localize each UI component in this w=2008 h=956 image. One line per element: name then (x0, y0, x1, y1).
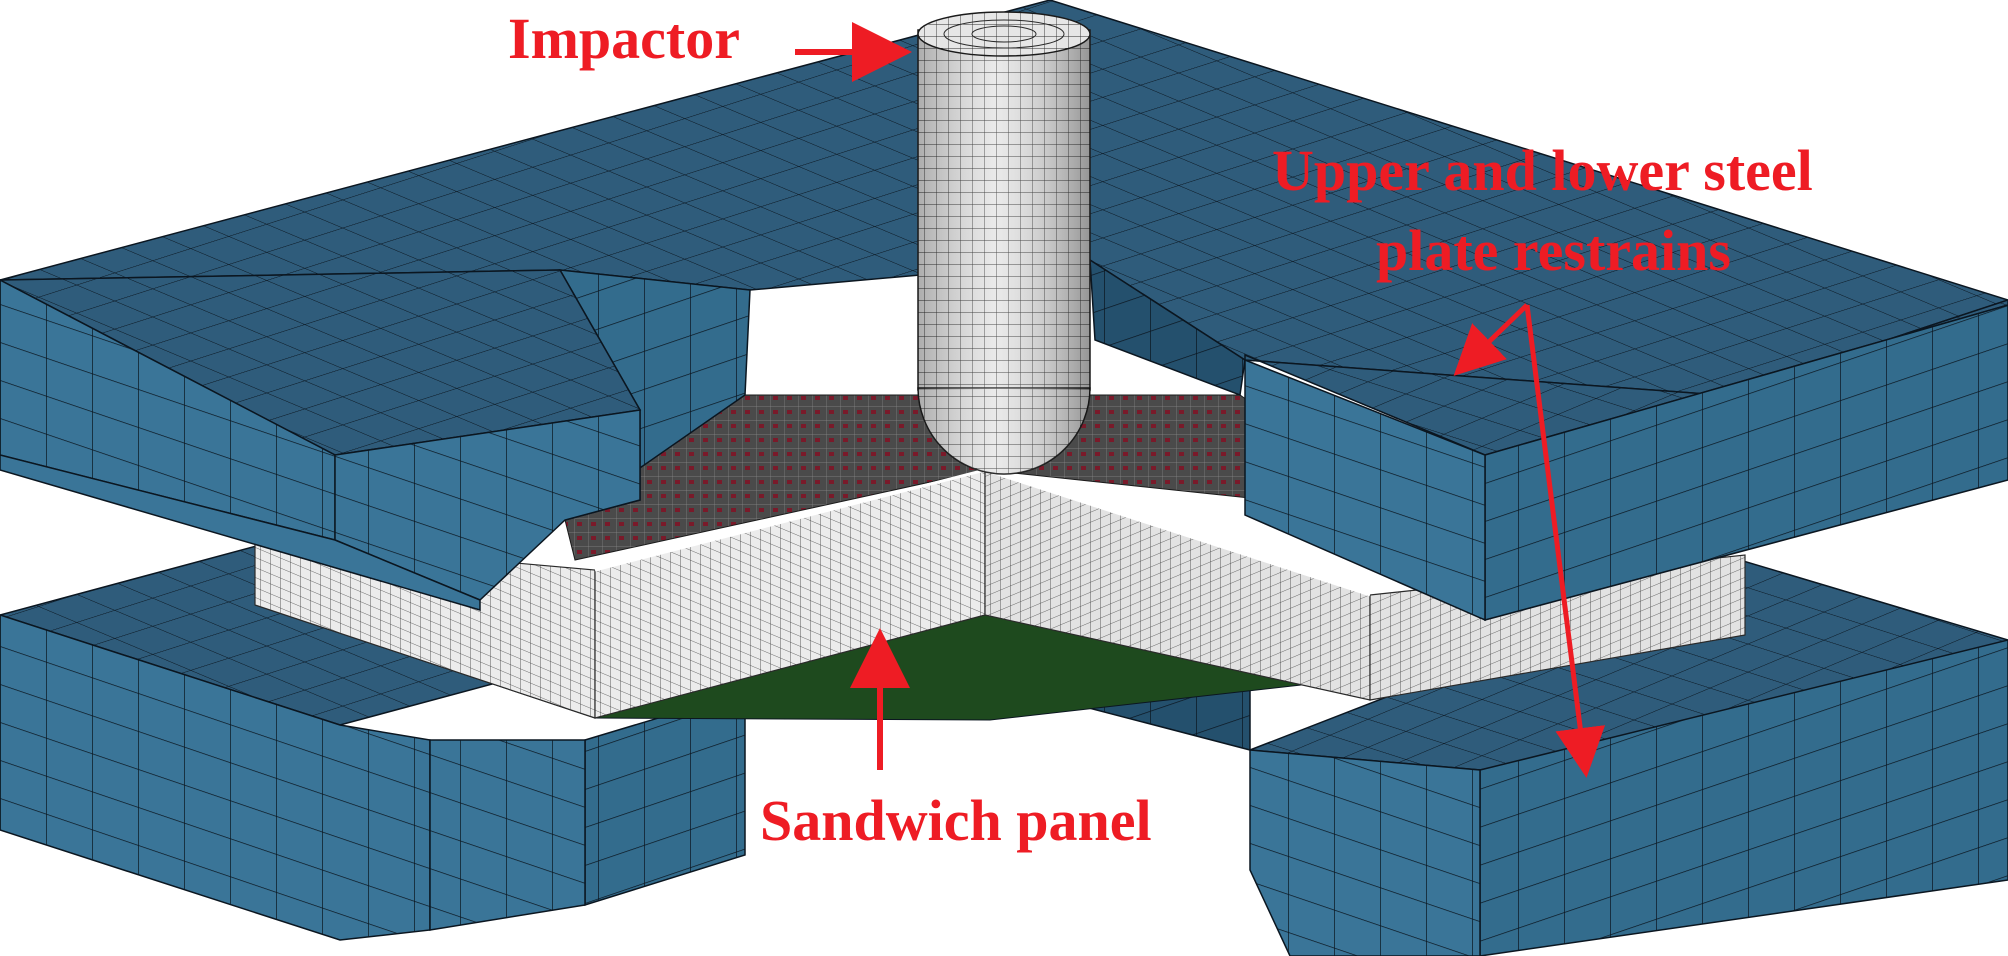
lower-steel-plate (0, 544, 2008, 956)
impactor-top-cap (917, 11, 1091, 57)
lower-left-notch-side (429, 739, 586, 931)
lower-right-notch-face (1249, 749, 1481, 956)
restrains-label-line2: plate restrains (1376, 218, 1731, 283)
restrains-arrow-upper (1453, 303, 1529, 376)
upper-inner-wall-right (1089, 258, 1246, 397)
impactor-label: Impactor (508, 6, 740, 71)
annotations: Impactor Upper and lower steel plate res… (508, 6, 1813, 853)
sandwich-panel (254, 394, 1746, 721)
impactor-cylinder (917, 11, 1091, 475)
restrains-arrow-lower (1524, 304, 1606, 778)
upper-right-notch-face (1244, 358, 1486, 622)
upper-left-front-face-main (0, 454, 481, 611)
restrains-label-line1: Upper and lower steel (1272, 138, 1813, 203)
sandwich-panel-label: Sandwich panel (760, 788, 1152, 853)
lower-left-notch-face (584, 690, 746, 907)
